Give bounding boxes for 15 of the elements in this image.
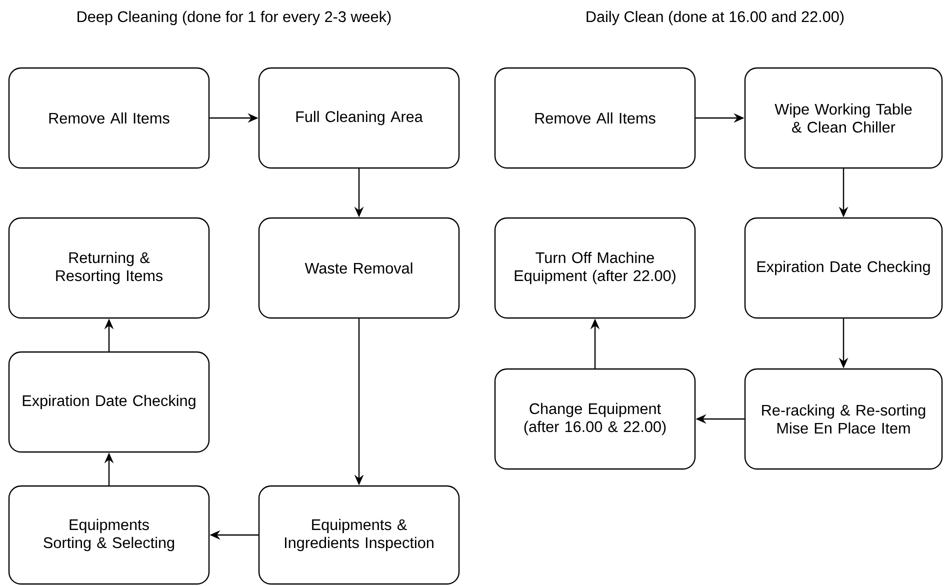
process-box: Change Equipment (after 16.00 & 22.00) xyxy=(494,368,696,470)
process-box: Returning & Resorting Items xyxy=(8,217,210,319)
process-box: Wipe Working Table & Clean Chiller xyxy=(744,67,943,169)
process-box: Re-racking & Re-sorting Mise En Place Item xyxy=(744,368,943,470)
process-box: Remove All Items xyxy=(8,67,210,169)
process-box: Waste Removal xyxy=(258,217,460,319)
process-box: Turn Off Machine Equipment (after 22.00) xyxy=(494,217,696,319)
process-box: Equipments Sorting & Selecting xyxy=(8,485,210,585)
process-box: Remove All Items xyxy=(494,67,696,169)
process-box: Expiration Date Checking xyxy=(8,351,210,453)
process-box: Expiration Date Checking xyxy=(744,217,943,319)
section-heading: Daily Clean (done at 16.00 and 22.00) xyxy=(586,10,844,26)
section-heading: Deep Cleaning (done for 1 for every 2-3 week) xyxy=(78,10,391,26)
process-box: Equipments & Ingredients Inspection xyxy=(258,485,460,585)
process-box: Full Cleaning Area xyxy=(258,67,460,169)
